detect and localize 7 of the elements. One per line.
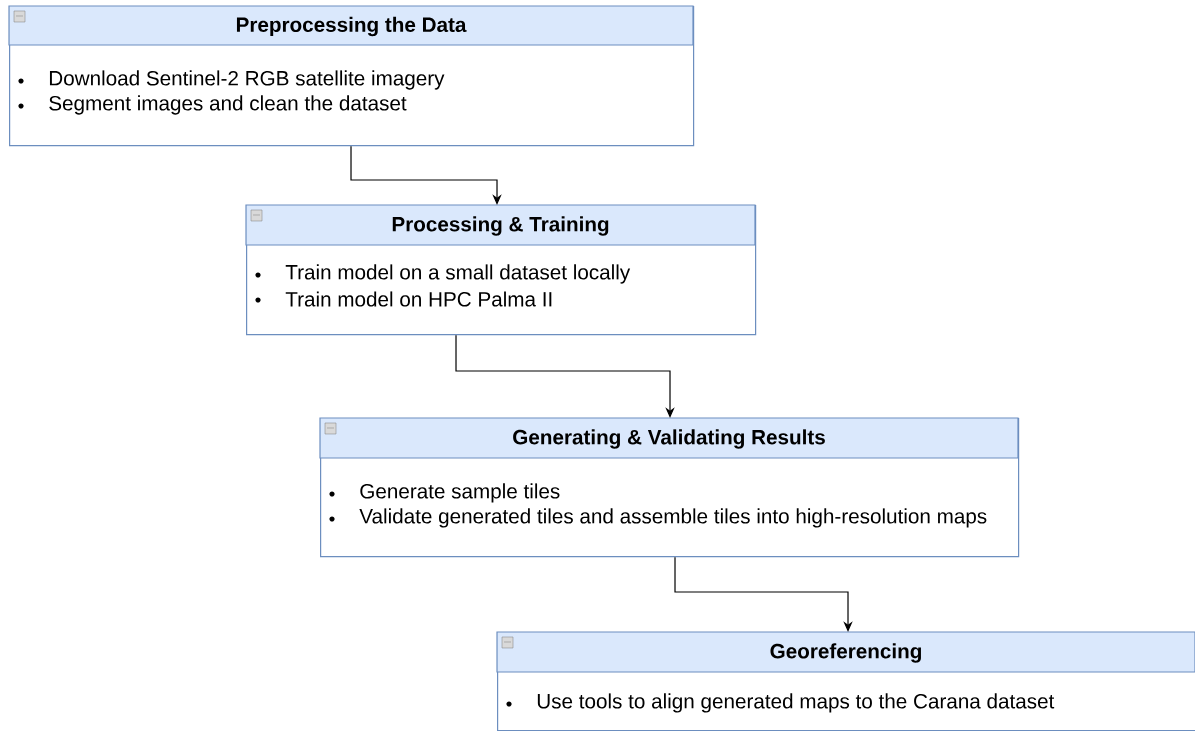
arrow bbox=[674, 556, 853, 632]
arrow bbox=[350, 145, 502, 205]
swimlane-box: Processing & Training Train model on a small dataset locally Train model on HPC Palma II bbox=[245, 204, 757, 336]
swimlane-box: Georeferencing Use tools to align generated maps to the Carana dataset bbox=[496, 631, 1195, 731]
arrow bbox=[455, 334, 675, 418]
swimlane-box: Preprocessing the Data Download Sentinel-2 RGB satellite imagery Segment images and clean the dataset bbox=[8, 5, 695, 147]
swimlane-box: Generating & Validating Results Generate sample tiles Validate generated tiles and assemble tiles into high-resolution maps bbox=[319, 417, 1020, 558]
